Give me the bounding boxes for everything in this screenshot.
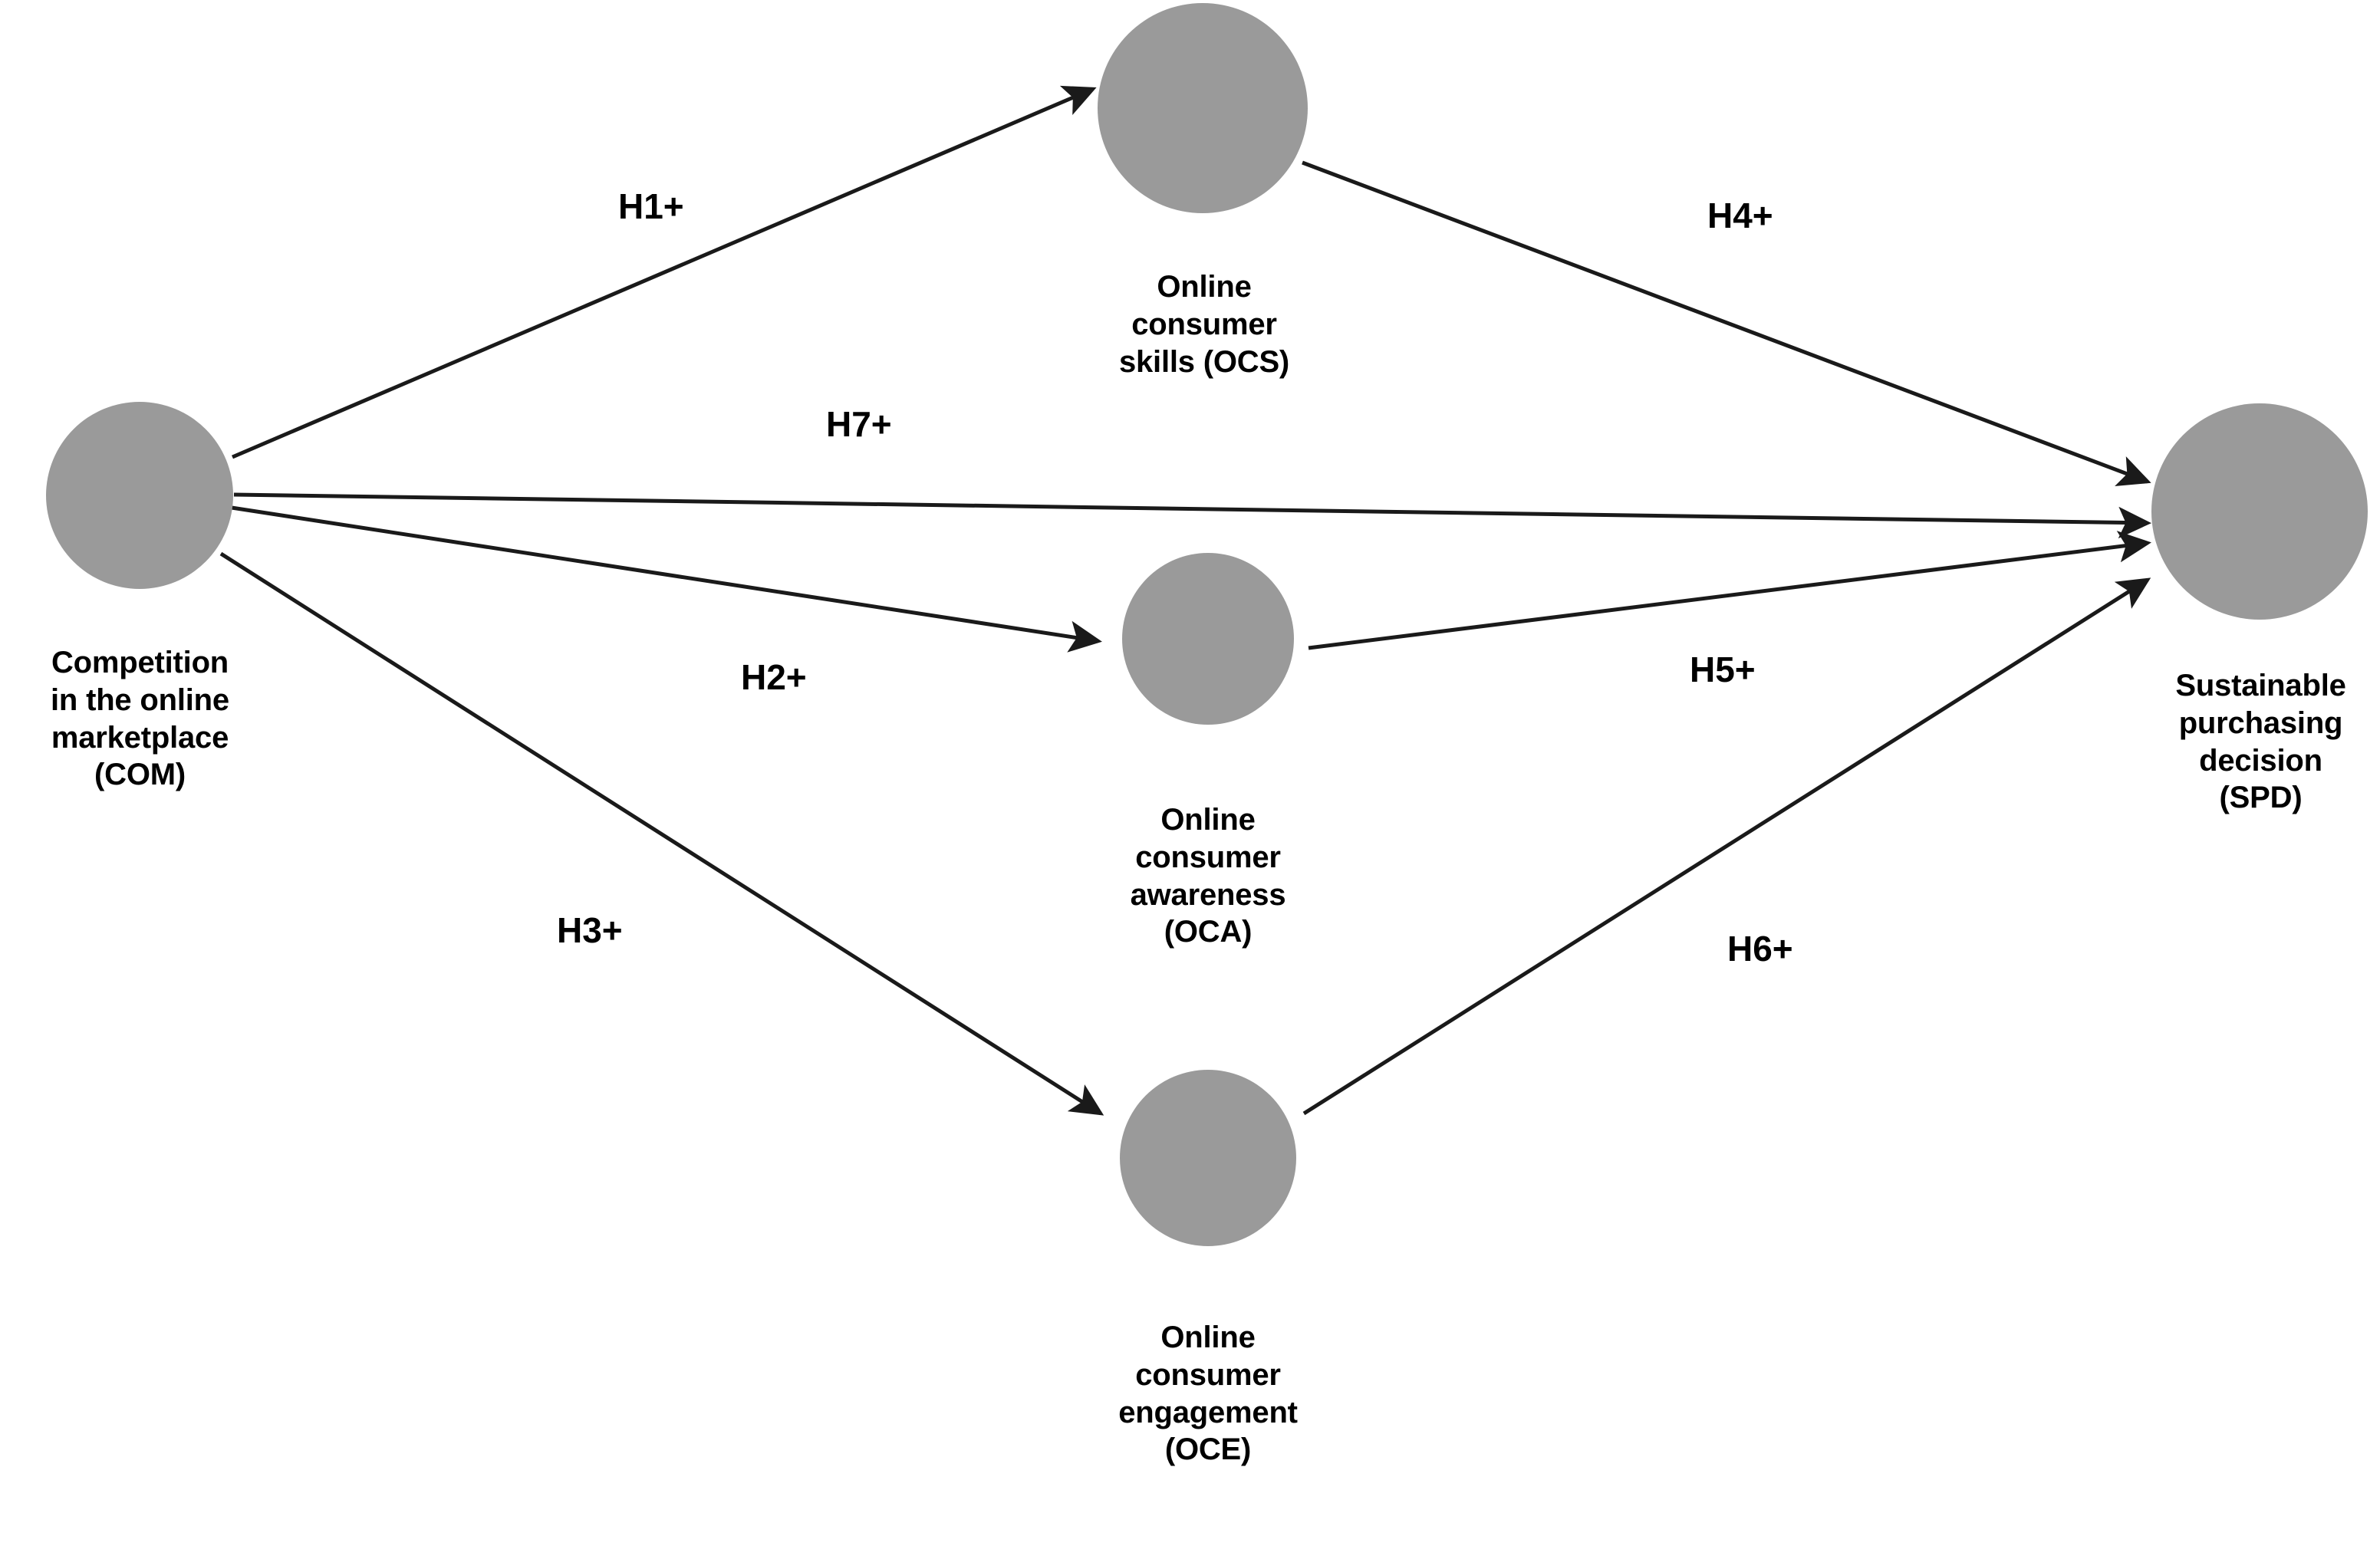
link-h1-com-to-ocs — [232, 85, 1097, 459]
hypothesis-label-h6: H6+ — [1727, 929, 1793, 969]
link-h5-oca-to-spd — [1308, 531, 2151, 650]
hypothesis-label-h4: H4+ — [1707, 196, 1773, 235]
link-h2-com-to-oca — [231, 505, 1102, 653]
hypothesis-label-h3: H3+ — [557, 910, 623, 950]
node-label-ocs: Online consumer skills (OCS) — [1066, 268, 1342, 380]
link-h3-com-to-oce — [219, 551, 1104, 1116]
link-h4-ocs-to-spd — [1302, 160, 2151, 486]
node-label-oce-line3: engagement — [1118, 1395, 1298, 1429]
node-label-spd-line4: (SPD) — [2219, 781, 2303, 815]
node-label-com: Competition in the online marketplace (C… — [0, 644, 280, 794]
node-circle-com[interactable] — [46, 402, 233, 589]
node-label-oca: Online consumer awareness (OCA) — [1070, 801, 1346, 951]
node-label-spd-line2: purchasing — [2178, 706, 2343, 740]
node-label-oce-line4: (OCE) — [1164, 1433, 1252, 1467]
node-label-oce: Online consumer engagement (OCE) — [1062, 1319, 1354, 1469]
node-circle-oca[interactable] — [1122, 553, 1294, 725]
link-h6-oce-to-spd — [1302, 577, 2151, 1116]
node-label-oce-line1: Online — [1160, 1321, 1256, 1354]
node-circle-ocs[interactable] — [1098, 3, 1308, 213]
node-circle-spd[interactable] — [2151, 403, 2368, 620]
node-label-com-line4: (COM) — [94, 758, 186, 792]
node-label-ocs-line2: consumer — [1131, 307, 1277, 341]
node-label-oca-line1: Online — [1160, 803, 1256, 837]
node-label-spd-line1: Sustainable — [2175, 669, 2346, 702]
node-label-spd: Sustainable purchasing decision (SPD) — [2117, 667, 2380, 817]
node-label-oca-line4: (OCA) — [1164, 915, 1253, 949]
node-label-oca-line2: consumer — [1135, 840, 1281, 874]
node-label-com-line2: in the online — [51, 683, 229, 717]
node-label-spd-line3: decision — [2199, 743, 2322, 778]
node-label-oce-line2: consumer — [1135, 1357, 1281, 1392]
hypothesis-label-h5: H5+ — [1690, 650, 1756, 689]
node-label-ocs-line3: skills (OCS) — [1118, 344, 1290, 379]
node-label-oca-line3: awareness — [1130, 877, 1286, 912]
node-label-com-line1: Competition — [51, 646, 229, 679]
node-label-com-line3: marketplace — [51, 720, 229, 755]
node-label-ocs-line1: Online — [1157, 270, 1252, 304]
hypothesis-label-h2: H2+ — [741, 657, 807, 697]
node-circle-oce[interactable] — [1120, 1070, 1296, 1246]
hypothesis-label-h1: H1+ — [618, 186, 684, 226]
link-h7-com-to-spd — [233, 492, 2151, 539]
hypothesis-label-h7: H7+ — [826, 404, 892, 444]
